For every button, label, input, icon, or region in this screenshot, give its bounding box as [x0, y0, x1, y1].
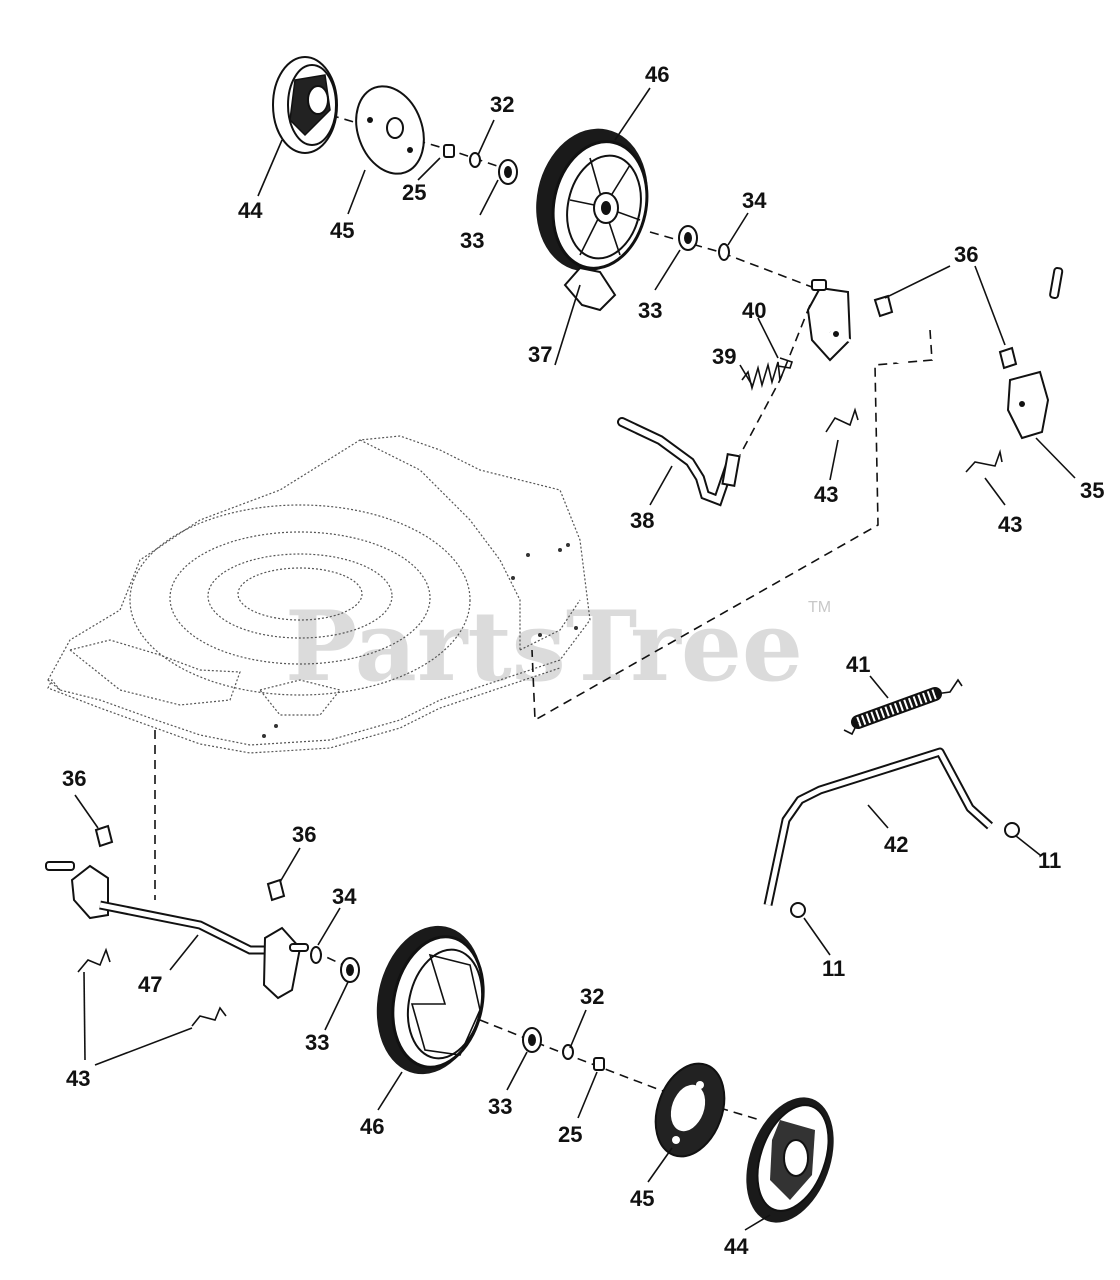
- bearing-33-lower-b: [522, 1027, 542, 1053]
- front-axle-47: [45, 861, 309, 1000]
- leader-lines: [74, 87, 1076, 1231]
- hairpin-43-lower-a: [77, 947, 111, 973]
- label-43-upper-a: 43: [814, 482, 838, 507]
- label-33-upper-b: 33: [638, 298, 662, 323]
- label-46-upper: 46: [645, 62, 669, 87]
- label-25-upper: 25: [402, 180, 426, 205]
- upper-washer-32: [469, 152, 481, 168]
- nut-25-lower: [593, 1057, 605, 1071]
- label-44-lower: 44: [724, 1234, 749, 1259]
- part-number-labels: 44 45 25 33 32 46 33 34 36 40 39 37 38 4…: [62, 62, 1104, 1259]
- upper-bearing-33b: [678, 225, 698, 251]
- upper-adapter-plate-45: [355, 85, 425, 175]
- label-42: 42: [884, 832, 908, 857]
- label-33-lower-b: 33: [488, 1094, 512, 1119]
- label-38: 38: [630, 508, 654, 533]
- washer-32-lower: [562, 1044, 574, 1060]
- label-44-upper: 44: [238, 198, 263, 223]
- label-11-upper: 11: [1038, 848, 1061, 873]
- upper-nut-25: [443, 144, 455, 158]
- label-36-lower-b: 36: [292, 822, 316, 847]
- label-34-upper: 34: [742, 188, 767, 213]
- lower-adapter-plate-45: [654, 1062, 726, 1158]
- label-25-lower: 25: [558, 1122, 582, 1147]
- upper-bearing-33a: [498, 159, 518, 185]
- upper-hubcap-44: [272, 56, 338, 154]
- nut-11-lower: [790, 902, 806, 918]
- label-33-lower-a: 33: [305, 1030, 329, 1055]
- handle-knob-37: [563, 266, 617, 312]
- clip-36-lower-a: [94, 824, 114, 848]
- label-36-upper: 36: [954, 242, 978, 267]
- watermark-trademark: TM: [808, 599, 831, 616]
- clip-36-lower-b: [266, 878, 286, 902]
- label-47: 47: [138, 972, 162, 997]
- label-43-upper-b: 43: [998, 512, 1022, 537]
- label-34-lower: 34: [332, 884, 357, 909]
- watermark-text: PartsTree: [285, 590, 803, 703]
- bearing-33-lower-a: [340, 957, 360, 983]
- washer-34-lower: [310, 946, 322, 964]
- label-43-lower: 43: [66, 1066, 90, 1091]
- label-46-lower: 46: [360, 1114, 384, 1139]
- clip-36-upper-b: [998, 346, 1018, 370]
- height-adjust-lever-38: [617, 417, 741, 507]
- label-40: 40: [742, 298, 766, 323]
- extension-spring-41: [843, 678, 963, 736]
- bail-handle-42: [763, 747, 994, 906]
- mower-deck: [47, 435, 591, 754]
- spring-39: [741, 361, 787, 392]
- lower-hubcap-44: [746, 1097, 834, 1223]
- hairpin-43-lower-b: [191, 1006, 227, 1027]
- label-11-lower: 11: [822, 956, 845, 981]
- label-39: 39: [712, 344, 736, 369]
- clip-36-upper-a: [873, 294, 894, 318]
- label-33-upper-a: 33: [460, 228, 484, 253]
- label-32-lower: 32: [580, 984, 604, 1009]
- cotter-pin-40: [777, 357, 794, 369]
- lower-wheel-46: [376, 925, 485, 1075]
- hairpin-43-upper-a: [825, 407, 859, 433]
- upper-washer-34: [718, 243, 730, 261]
- label-32-upper: 32: [490, 92, 514, 117]
- label-37: 37: [528, 342, 552, 367]
- hairpin-43-upper-b: [965, 449, 1003, 473]
- label-35: 35: [1080, 478, 1104, 503]
- upper-wheel-46: [536, 128, 649, 272]
- label-36-lower-a: 36: [62, 766, 86, 791]
- rear-axle-35: [806, 267, 1064, 440]
- label-41: 41: [846, 652, 870, 677]
- label-45-upper: 45: [330, 218, 354, 243]
- label-45-lower: 45: [630, 1186, 654, 1211]
- nut-11-upper: [1004, 822, 1020, 838]
